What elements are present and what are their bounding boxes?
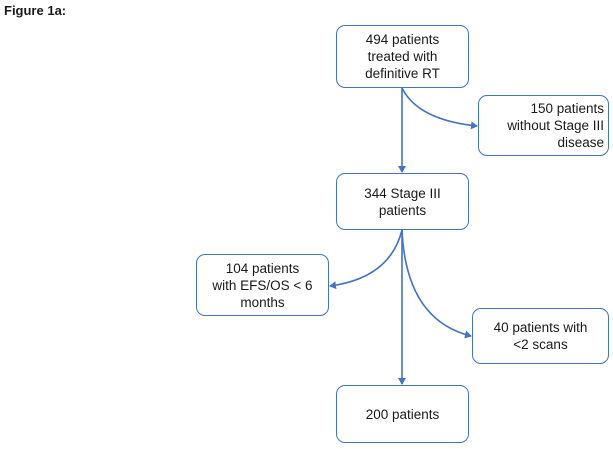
box-exclusion-efs-os: 104 patients with EFS/OS < 6 months [196,254,329,316]
box-line: treated with [367,49,438,64]
box-exclusion-scans: 40 patients with <2 scans [472,308,609,364]
box-exclusion-no-stage3: 150 patients without Stage III disease [478,95,609,156]
box-stage3-cohort: 344 Stage III patients [336,173,469,230]
arrow-start-to-exclude1 [401,87,478,130]
box-final-cohort: 200 patients [336,385,469,443]
box-line: <2 scans [513,337,568,352]
box-start-cohort: 494 patients treated with definitive RT [336,25,469,88]
box-line: patients [378,202,427,218]
arrow-stage3-to-exclude3 [401,229,472,339]
arrow-stage3-to-exclude2 [329,229,403,290]
box-line: 494 patients [365,32,440,47]
figure-label: Figure 1a: [4,3,67,18]
box-line: with EFS/OS < 6 [212,277,313,293]
box-line: 40 patients with [493,320,588,335]
box-line: 104 patients [225,260,300,276]
box-line: months [240,294,285,310]
box-line: 150 patients [530,101,604,116]
box-line: disease [557,135,604,150]
box-line: 344 Stage III [364,185,441,201]
box-line: without Stage III [507,118,604,133]
box-line: 200 patients [365,406,440,422]
box-line: definitive RT [365,66,440,81]
